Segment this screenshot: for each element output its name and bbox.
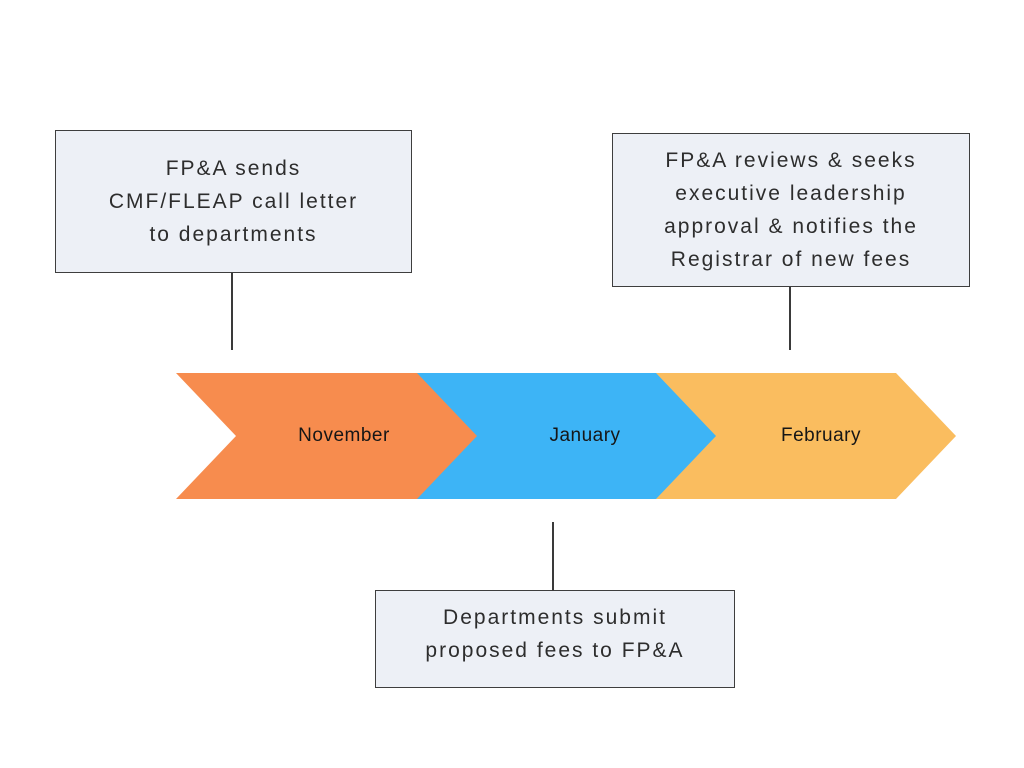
- timeline-step-label: January: [549, 425, 621, 446]
- connector-line-november: [231, 273, 233, 350]
- callout-text-line: FP&A reviews & seeks: [665, 149, 917, 172]
- callout-text-line: proposed fees to FP&A: [425, 639, 685, 662]
- connector-line-february: [789, 287, 791, 350]
- callout-text-line: CMF/FLEAP call letter: [108, 190, 359, 213]
- connector-line-january: [552, 522, 554, 591]
- timeline-step-label: November: [298, 425, 390, 446]
- callout-fpa-sends-call-letter: FP&A sends CMF/FLEAP call letter to depa…: [55, 130, 412, 273]
- timeline-step-label: February: [780, 425, 862, 446]
- callout-text-line: approval & notifies the: [664, 215, 918, 238]
- callout-fpa-reviews-approval: FP&A reviews & seeks executive leadershi…: [612, 133, 970, 287]
- callout-departments-submit-fees: Departments submit proposed fees to FP&A: [375, 590, 735, 688]
- callout-text-line: executive leadership: [675, 182, 907, 205]
- callout-text-line: Registrar of new fees: [670, 248, 912, 271]
- callout-text-line: FP&A sends: [165, 157, 302, 180]
- callout-text-line: to departments: [149, 223, 318, 246]
- callout-text-line: Departments submit: [443, 606, 667, 629]
